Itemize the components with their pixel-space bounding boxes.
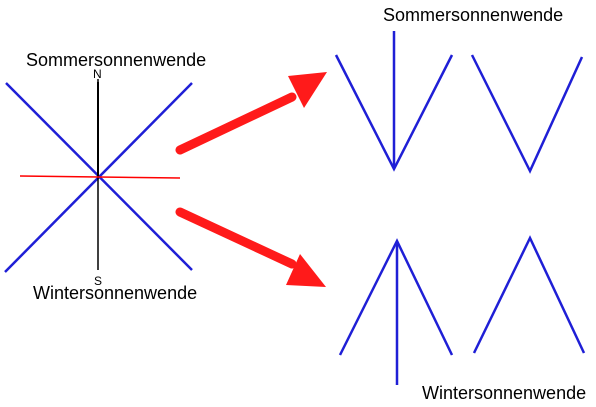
- lower-arrow-head: [286, 254, 326, 287]
- upper-arrow-head: [288, 72, 327, 108]
- left-diagram: [4, 79, 193, 273]
- right-winter-label: Wintersonnenwende: [422, 383, 586, 403]
- upper-arrow-shaft: [175, 92, 297, 155]
- left-winter-label: Wintersonnenwende: [33, 283, 197, 303]
- winter-shapes: [338, 235, 586, 385]
- upper-arrow: [175, 72, 327, 155]
- right-summer-label: Sommersonnenwende: [383, 5, 563, 25]
- lower-arrow: [175, 207, 326, 287]
- south-label: S: [94, 274, 102, 288]
- winter-inverted-v: [472, 235, 586, 354]
- left-summer-label: Sommersonnenwende: [26, 50, 206, 70]
- summer-shapes: [334, 31, 584, 174]
- north-label: N: [93, 67, 102, 81]
- lower-arrow-shaft: [175, 207, 297, 269]
- east-west-line: [19, 175, 181, 179]
- summer-v: [470, 54, 584, 174]
